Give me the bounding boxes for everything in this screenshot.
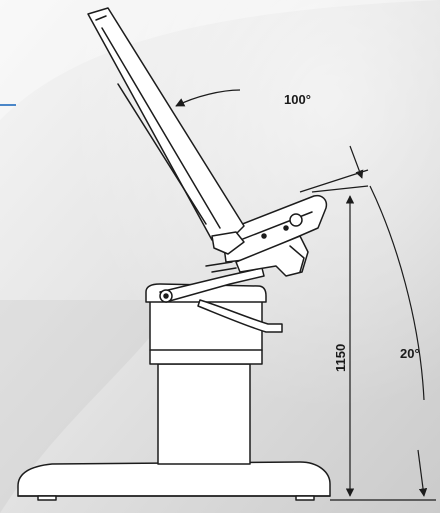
backrest-angle-indicator xyxy=(175,89,241,107)
tilt-angle-arc xyxy=(369,185,425,401)
tilt-angle-indicator xyxy=(299,145,428,497)
chair-seat-knob xyxy=(289,213,303,227)
chair-column-lower xyxy=(157,363,251,465)
tilt-tick-top xyxy=(349,145,364,179)
tilt-angle-label: 20° xyxy=(400,346,420,361)
chair-backrest-hinge xyxy=(211,231,245,255)
height-label: 1150 xyxy=(333,344,348,372)
chair-base-foot-left xyxy=(37,495,57,501)
chair-base xyxy=(17,461,331,497)
chair-backrest-inner xyxy=(101,27,221,229)
height-dimension xyxy=(330,195,436,501)
chair-base-foot-right xyxy=(295,495,315,501)
backrest-angle-arc xyxy=(175,89,241,107)
tilt-reference-line-2 xyxy=(311,185,369,193)
backrest-angle-label: 100° xyxy=(284,92,311,107)
chair-lever xyxy=(197,299,283,333)
tilt-arc-lower xyxy=(417,449,428,497)
background-shadow xyxy=(0,300,180,513)
chair-outline xyxy=(17,7,331,501)
